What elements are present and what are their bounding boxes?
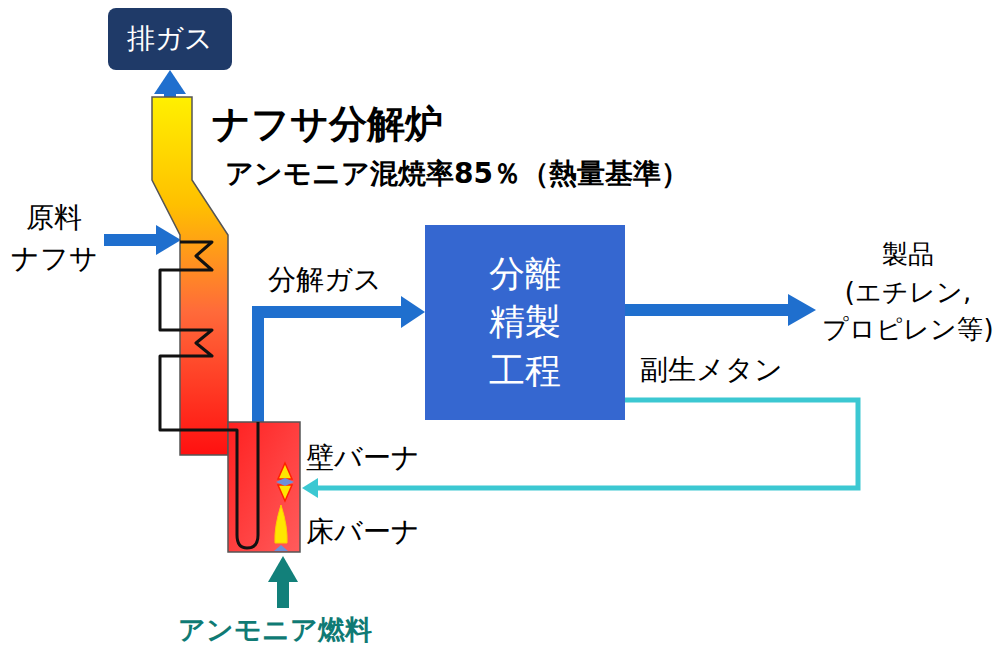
furnace-title: ナフサ分解炉 (212, 99, 443, 150)
chimney (152, 97, 228, 455)
wall-burner-label: 壁バーナ (306, 438, 420, 479)
product-label: 製品 (エチレン, プロピレン等) (818, 236, 998, 349)
floor-burner-label: 床バーナ (306, 512, 420, 553)
edge-label: 副生メタン (640, 350, 783, 391)
fuel-arrow (277, 580, 289, 608)
box-text: 分離 精製 工程 (478, 250, 572, 396)
fuel-arrowhead (268, 556, 298, 582)
feed-label: 原料 ナフサ (6, 198, 102, 279)
box-text: 排ガス (127, 20, 213, 58)
burners (274, 463, 294, 551)
feed-arrow (104, 234, 158, 246)
exhaust-box: 排ガス (108, 8, 232, 70)
flow-connector (258, 312, 401, 422)
product-arrowhead (788, 294, 816, 326)
radiant-section (228, 422, 300, 552)
fuel-label: アンモニア燃料 (178, 610, 372, 649)
cofiring-rate: アンモニア混焼率85％（熱量基準） (225, 155, 689, 193)
cracking-coil (160, 242, 258, 548)
product-arrow (625, 304, 790, 316)
cracking-furnace: ナフサ分解炉アンモニア混焼率85％（熱量基準） (150, 95, 302, 555)
edge-label: 分解ガス (268, 260, 382, 301)
separation-box: 分離 精製 工程 (425, 225, 625, 420)
